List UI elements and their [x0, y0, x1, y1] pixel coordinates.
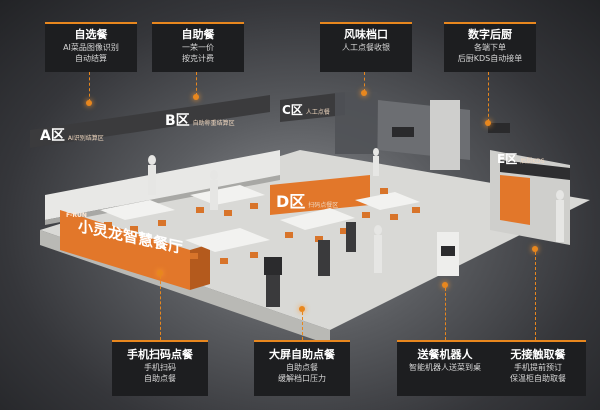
callout-digital-kitchen: 数字后厨 各端下单 后厨KDS自动接单	[444, 22, 536, 72]
kitchen-monitor-2	[488, 123, 510, 133]
back-wall-c	[280, 92, 345, 122]
callout-self-select: 自选餐 AI菜品图像识别 自动结算	[45, 22, 137, 72]
leader-line	[445, 288, 447, 340]
callout-title: 送餐机器人	[417, 348, 473, 361]
brand-counter-side	[190, 244, 210, 290]
callout-contactless-pickup: 无接触取餐 手机提前预订 保温柜自助取餐	[490, 340, 586, 396]
marker-dot	[361, 90, 367, 96]
callout-kiosk-order: 大屏自助点餐 自助点餐 缓解档口压力	[254, 340, 350, 396]
callout-line: 人工点餐收银	[342, 43, 390, 52]
callout-buffet: 自助餐 一荣一价 按克计费	[152, 22, 244, 72]
zone-c-label: C区人工点餐	[282, 103, 330, 117]
callout-line: 自动结算	[75, 54, 107, 63]
table-e	[355, 192, 420, 210]
zone-e-label: E区后厨KDS	[497, 152, 545, 166]
callout-line: 按克计费	[182, 54, 214, 63]
zone-d-label: D区扫码点餐区	[276, 192, 339, 211]
table-a	[100, 200, 175, 220]
callout-line: 智能机器人送菜到桌	[409, 363, 481, 372]
kiosk-1-screen	[264, 257, 282, 275]
callout-line: 后厨KDS自动接单	[457, 54, 523, 63]
kitchen-cabinet	[430, 100, 460, 170]
kitchen-window	[335, 92, 377, 154]
callout-title: 大屏自助点餐	[269, 348, 335, 361]
kiosk-3	[346, 222, 356, 252]
marker-dot	[157, 270, 163, 276]
kiosk-2	[318, 240, 330, 276]
leader-line	[196, 72, 198, 96]
callout-line: 缓解档口压力	[278, 374, 326, 383]
people	[148, 148, 564, 273]
marker-dot	[485, 120, 491, 126]
d-zone-wall	[270, 175, 370, 215]
counter-left-edge	[45, 175, 280, 225]
callout-line: 自助点餐	[286, 363, 318, 372]
callout-title: 无接触取餐	[510, 348, 566, 361]
marker-dot	[193, 94, 199, 100]
chairs	[104, 188, 420, 264]
marker-dot	[442, 282, 448, 288]
zone-b-label: B区自助称重结算区	[165, 113, 235, 129]
brand-small: F-RUN	[66, 212, 87, 219]
table-b	[190, 185, 265, 205]
callout-delivery-robot: 送餐机器人 智能机器人送菜到桌	[397, 340, 493, 396]
callout-line: 自助点餐	[144, 374, 176, 383]
callout-line: 手机扫码	[144, 363, 176, 372]
callout-line: 保温柜自助取餐	[510, 374, 566, 383]
table-d	[280, 208, 355, 230]
counter-left	[45, 150, 280, 220]
kitchen-monitor	[392, 127, 414, 137]
callout-line: 手机提前预订	[514, 363, 562, 372]
callout-title: 自选餐	[74, 28, 108, 41]
kiosk-1	[266, 265, 280, 307]
callout-title: 手机扫码点餐	[127, 348, 193, 361]
callout-title: 风味档口	[344, 28, 388, 41]
right-wall-band	[500, 160, 570, 180]
callout-title: 数字后厨	[468, 28, 512, 41]
callout-line: 一荣一价	[182, 43, 214, 52]
marker-dot	[86, 100, 92, 106]
back-wall-left	[30, 95, 270, 148]
callout-flavor-stall: 风味档口 人工点餐收银	[320, 22, 412, 72]
robot-screen	[441, 246, 455, 256]
leader-line	[488, 72, 490, 122]
leader-line	[302, 312, 304, 340]
leader-line	[160, 276, 162, 340]
e-zone-sign	[500, 175, 530, 225]
callout-line: AI菜品图像识别	[63, 43, 119, 52]
leader-line	[364, 72, 366, 92]
leader-line	[89, 72, 91, 102]
marker-dot	[299, 306, 305, 312]
leader-line	[535, 252, 537, 340]
callout-mobile-scan-order: 手机扫码点餐 手机扫码 自助点餐	[112, 340, 208, 396]
callout-title: 自助餐	[181, 28, 215, 41]
table-c	[185, 228, 270, 252]
callout-line: 各端下单	[474, 43, 506, 52]
marker-dot	[532, 246, 538, 252]
